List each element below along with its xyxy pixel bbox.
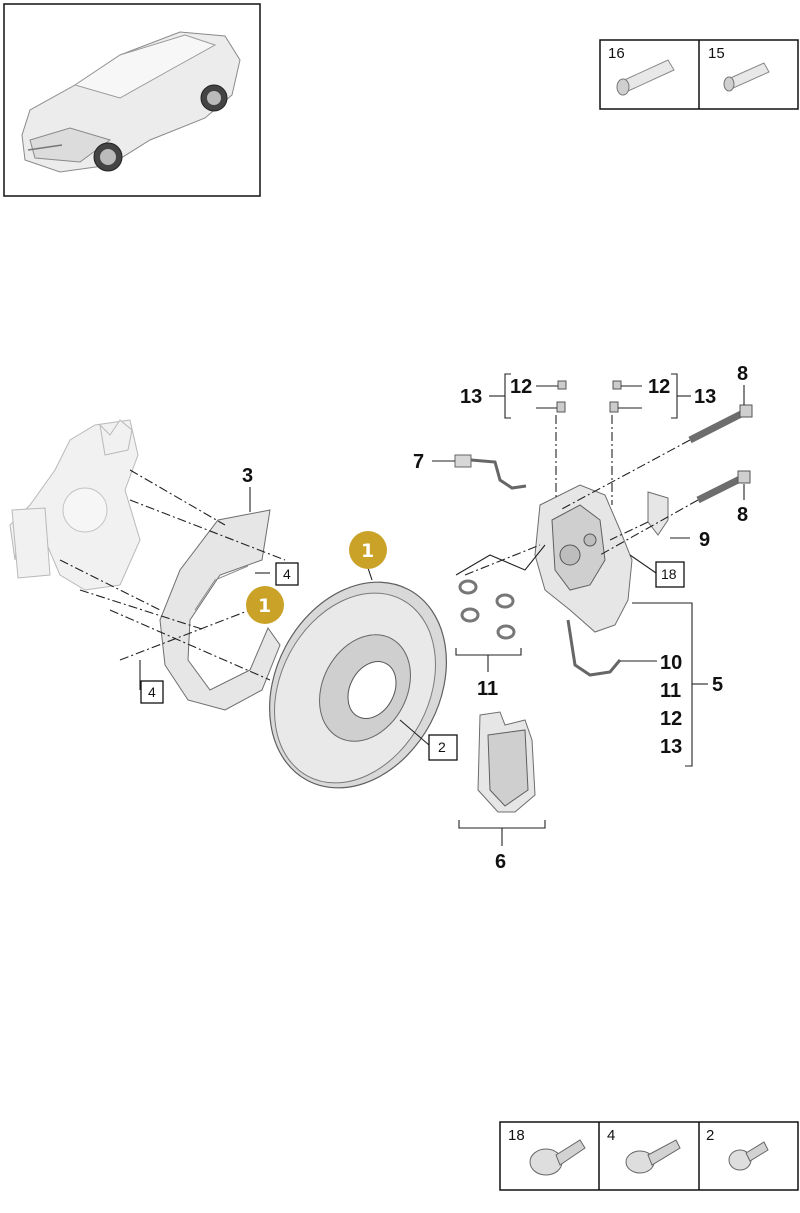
wear-sensor-cable	[454, 454, 527, 490]
callout-11: 11	[660, 680, 681, 702]
splined-bolt-icon[interactable]	[529, 1139, 586, 1176]
callout-6: 6	[495, 851, 506, 873]
callout-12: 12	[648, 376, 670, 398]
badge-1-label: 1	[258, 595, 271, 617]
caliper-bolts	[688, 404, 753, 504]
piston-seal-rings	[458, 579, 516, 640]
badge-1	[349, 531, 387, 569]
callout-3: 3	[242, 465, 253, 487]
lubricant-number: 16	[608, 45, 625, 62]
callout-10: 10	[660, 652, 682, 674]
callout-11: 11	[477, 678, 498, 700]
countersunk-screw-icon[interactable]	[728, 1141, 769, 1171]
brake-pads	[477, 711, 536, 813]
callout-4-box: 4	[283, 566, 291, 582]
leader-lines	[59, 373, 745, 846]
caliper-bracket	[647, 491, 669, 536]
callout-4-box: 4	[148, 684, 156, 700]
callout-8: 8	[737, 504, 748, 526]
brake-disc	[269, 581, 447, 789]
fastener-number: 18	[508, 1127, 525, 1144]
callout-18-box: 18	[661, 566, 677, 582]
car-thumbnail	[21, 31, 241, 173]
brake-dust-shield	[159, 509, 281, 711]
wheel-carrier-ghost	[9, 419, 141, 591]
callout-9: 9	[699, 529, 710, 551]
bleed-valves	[556, 380, 622, 413]
callout-8: 8	[737, 363, 748, 385]
fastener-table: 18 4 2	[499, 1121, 799, 1191]
flange-bolt-icon[interactable]	[625, 1139, 681, 1174]
callout-13: 13	[660, 736, 682, 758]
callout-7: 7	[413, 451, 424, 473]
callout-2-box: 2	[438, 739, 446, 755]
car-thumbnail-panel[interactable]	[3, 3, 261, 197]
brake-caliper	[534, 484, 633, 677]
lubricant-number: 15	[708, 45, 725, 62]
grease-tube-icon[interactable]	[723, 62, 770, 92]
callout-12: 12	[510, 376, 532, 398]
callout-5: 5	[712, 674, 723, 696]
callout-labels: 3 4 4 1 1 2 7 8 8 9 18 12 13 12 13 11 6 …	[140, 363, 748, 873]
callout-12: 12	[660, 708, 682, 730]
callout-13: 13	[460, 386, 482, 408]
badge-1-label: 1	[361, 540, 374, 562]
callout-13: 13	[694, 386, 716, 408]
fastener-number: 2	[706, 1127, 714, 1144]
grease-tube-icon[interactable]	[616, 59, 675, 96]
fastener-number: 4	[607, 1127, 615, 1144]
lubricant-table: 16 15	[599, 39, 799, 110]
badge-1	[246, 586, 284, 624]
